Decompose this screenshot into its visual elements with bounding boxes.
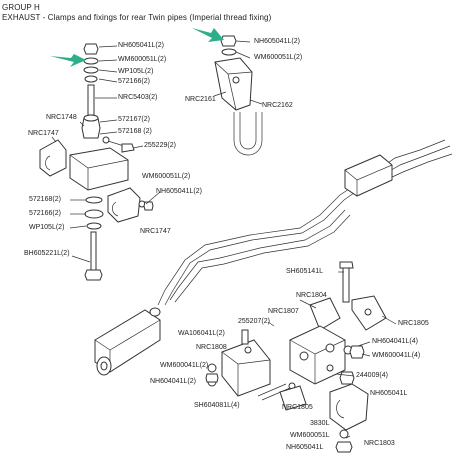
- left-fixing-stack: [39, 43, 154, 281]
- part-label: 572167(2): [118, 116, 150, 123]
- front-silencer: [94, 307, 161, 376]
- pointer-arrows: [50, 28, 224, 67]
- part-label: NH605041L(2): [254, 38, 300, 45]
- part-label: 572168 (2): [118, 128, 152, 135]
- part-label: NH605041L(2): [118, 42, 164, 49]
- part-label: WM600041L(2): [160, 362, 209, 369]
- part-label: NH604041L(2): [150, 378, 196, 385]
- diagram-title: EXHAUST - Clamps and fixings for rear Tw…: [2, 13, 272, 22]
- part-label: NRC5403(2): [118, 94, 158, 101]
- part-label: 572166(2): [29, 210, 61, 217]
- leader-lines: [51, 40, 397, 439]
- part-label: 3830L: [310, 420, 330, 427]
- part-label: NH605041L: [370, 390, 408, 397]
- part-label: NRC1748: [46, 114, 77, 121]
- part-label: NRC2162: [262, 102, 293, 109]
- part-label: NRC1808: [196, 344, 227, 351]
- part-label: NRC1747: [28, 130, 59, 137]
- exhaust-pipes: [157, 139, 453, 306]
- part-label: NRC1803: [364, 440, 395, 447]
- part-label: 572168(2): [29, 196, 61, 203]
- part-label: WP105L(2): [29, 224, 65, 231]
- part-label: WM600051L: [290, 432, 330, 439]
- part-label: 255207(2): [238, 318, 270, 325]
- part-label: WM600041L(4): [372, 352, 421, 359]
- part-label: NRC1747: [140, 228, 171, 235]
- part-label: WM600051L(2): [254, 54, 303, 61]
- part-label: WA106041L(2): [178, 330, 225, 337]
- part-label: NRC2161: [185, 96, 216, 103]
- part-label: SH604081L(4): [194, 402, 240, 409]
- part-label: BH605221L(2): [24, 250, 70, 257]
- part-label: SH605141L: [286, 268, 323, 275]
- rear-silencer: [344, 154, 393, 197]
- group-label: GROUP H: [2, 3, 40, 12]
- upper-right-bracket: [214, 35, 263, 156]
- part-label: NRC1804: [296, 292, 327, 299]
- part-label: NH605041L(2): [156, 188, 202, 195]
- part-label: NRC1807: [268, 308, 299, 315]
- part-label: 572166(2): [118, 78, 150, 85]
- lower-right-hanger: [205, 261, 387, 453]
- part-label: NRC1805: [282, 404, 313, 411]
- part-label: WP105L(2): [118, 68, 154, 75]
- part-label: NH605041L: [286, 444, 324, 451]
- part-label: NRC1805: [398, 320, 429, 327]
- part-label: WM600051L(2): [142, 173, 191, 180]
- part-label: 255229(2): [144, 142, 176, 149]
- part-label: WM600051L(2): [118, 56, 167, 63]
- part-label: NH604041L(4): [372, 338, 418, 345]
- part-label: 244009(4): [356, 372, 388, 379]
